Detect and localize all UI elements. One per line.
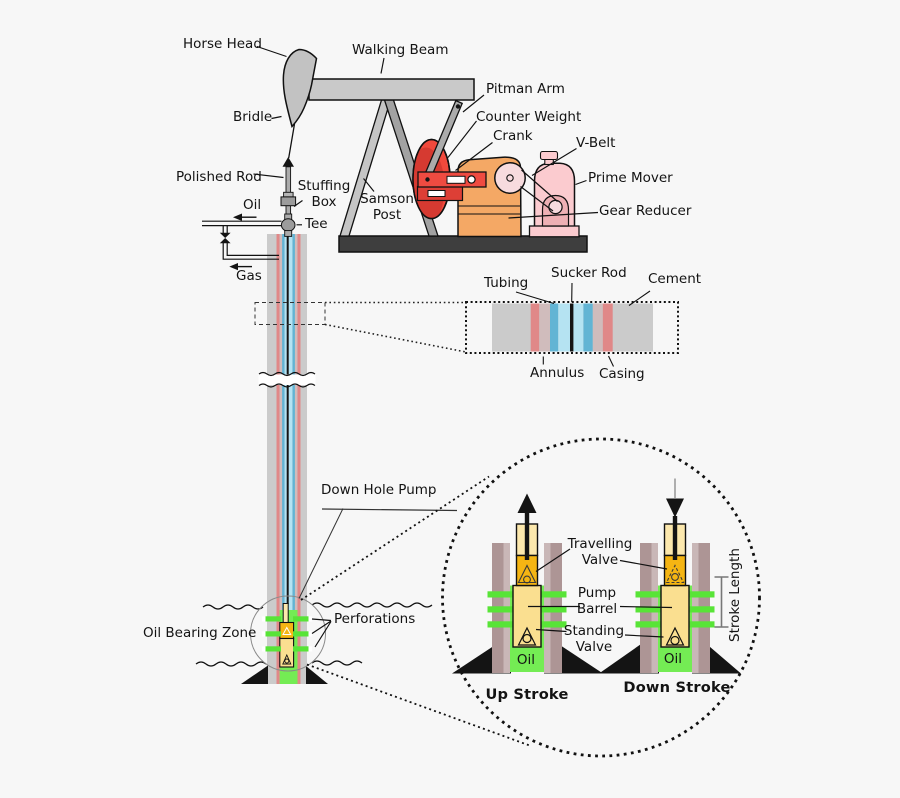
label-v-belt: V-Belt: [576, 135, 616, 151]
label-standing-valve-line1: Standing: [563, 623, 625, 639]
label-gas: Gas: [236, 268, 262, 284]
label-polished-rod: Polished Rod: [176, 169, 262, 185]
label-standing-valve: Standing Valve: [554, 623, 634, 656]
label-walking-beam: Walking Beam: [352, 42, 449, 58]
label-leader-lines: [253, 45, 673, 648]
label-stroke-length: Stroke Length: [727, 548, 743, 642]
pumpjack-graphic: [282, 48, 588, 253]
label-pump-barrel: Pump Barrel: [557, 585, 637, 618]
label-tubing: Tubing: [484, 275, 529, 291]
cross-section-graphic: [254, 282, 679, 367]
down-stroke-pump-graphic: [599, 478, 741, 674]
well-break-graphic: [258, 371, 316, 388]
label-prime-mover: Prime Mover: [588, 170, 673, 186]
label-pump-barrel-line1: Pump: [577, 585, 617, 601]
label-counter-weight: Counter Weight: [476, 109, 582, 125]
label-crank: Crank: [493, 128, 533, 144]
magnifier-connectors: [250, 437, 761, 758]
label-travelling-valve-line1: Travelling: [567, 536, 633, 552]
oil-zone-wavy-lines: [195, 602, 433, 667]
label-oil-up-stroke: Oil: [516, 652, 536, 668]
well-bottom-rock-graphic: [241, 665, 328, 684]
label-stuffing-box: Stuffing Box: [297, 178, 351, 211]
label-pitman-arm: Pitman Arm: [486, 81, 565, 97]
wellhead-graphic: [202, 157, 297, 271]
label-travelling-valve-line2: Valve: [581, 551, 619, 568]
label-oil-flowline: Oil: [243, 197, 262, 213]
label-samson-post: Samson Post: [359, 191, 415, 224]
label-casing: Casing: [599, 366, 645, 382]
label-travelling-valve: Travelling Valve: [560, 536, 640, 569]
label-samson-post-line2: Post: [372, 206, 402, 223]
label-oil-down-stroke: Oil: [663, 651, 683, 667]
label-annulus: Annulus: [530, 365, 585, 381]
label-sucker-rod: Sucker Rod: [551, 265, 627, 281]
label-standing-valve-line2: Valve: [575, 638, 613, 655]
label-cement: Cement: [648, 271, 702, 287]
label-up-stroke: Up Stroke: [485, 686, 569, 703]
label-gear-reducer: Gear Reducer: [599, 203, 692, 219]
label-tee: Tee: [305, 216, 328, 232]
label-down-hole-pump: Down Hole Pump: [321, 482, 437, 498]
label-pump-barrel-line2: Barrel: [576, 600, 618, 617]
label-stuffing-box-line2: Box: [311, 193, 337, 210]
label-oil-bearing-zone: Oil Bearing Zone: [143, 625, 257, 641]
label-down-stroke: Down Stroke: [623, 679, 731, 696]
label-perforations: Perforations: [334, 611, 416, 627]
label-horse-head: Horse Head: [183, 36, 262, 52]
label-stuffing-box-line1: Stuffing: [297, 178, 351, 194]
down-hole-pump-graphic: [279, 603, 295, 668]
perforations-graphic: [261, 616, 313, 652]
label-samson-post-line1: Samson: [360, 191, 414, 207]
label-bridle: Bridle: [233, 109, 273, 125]
